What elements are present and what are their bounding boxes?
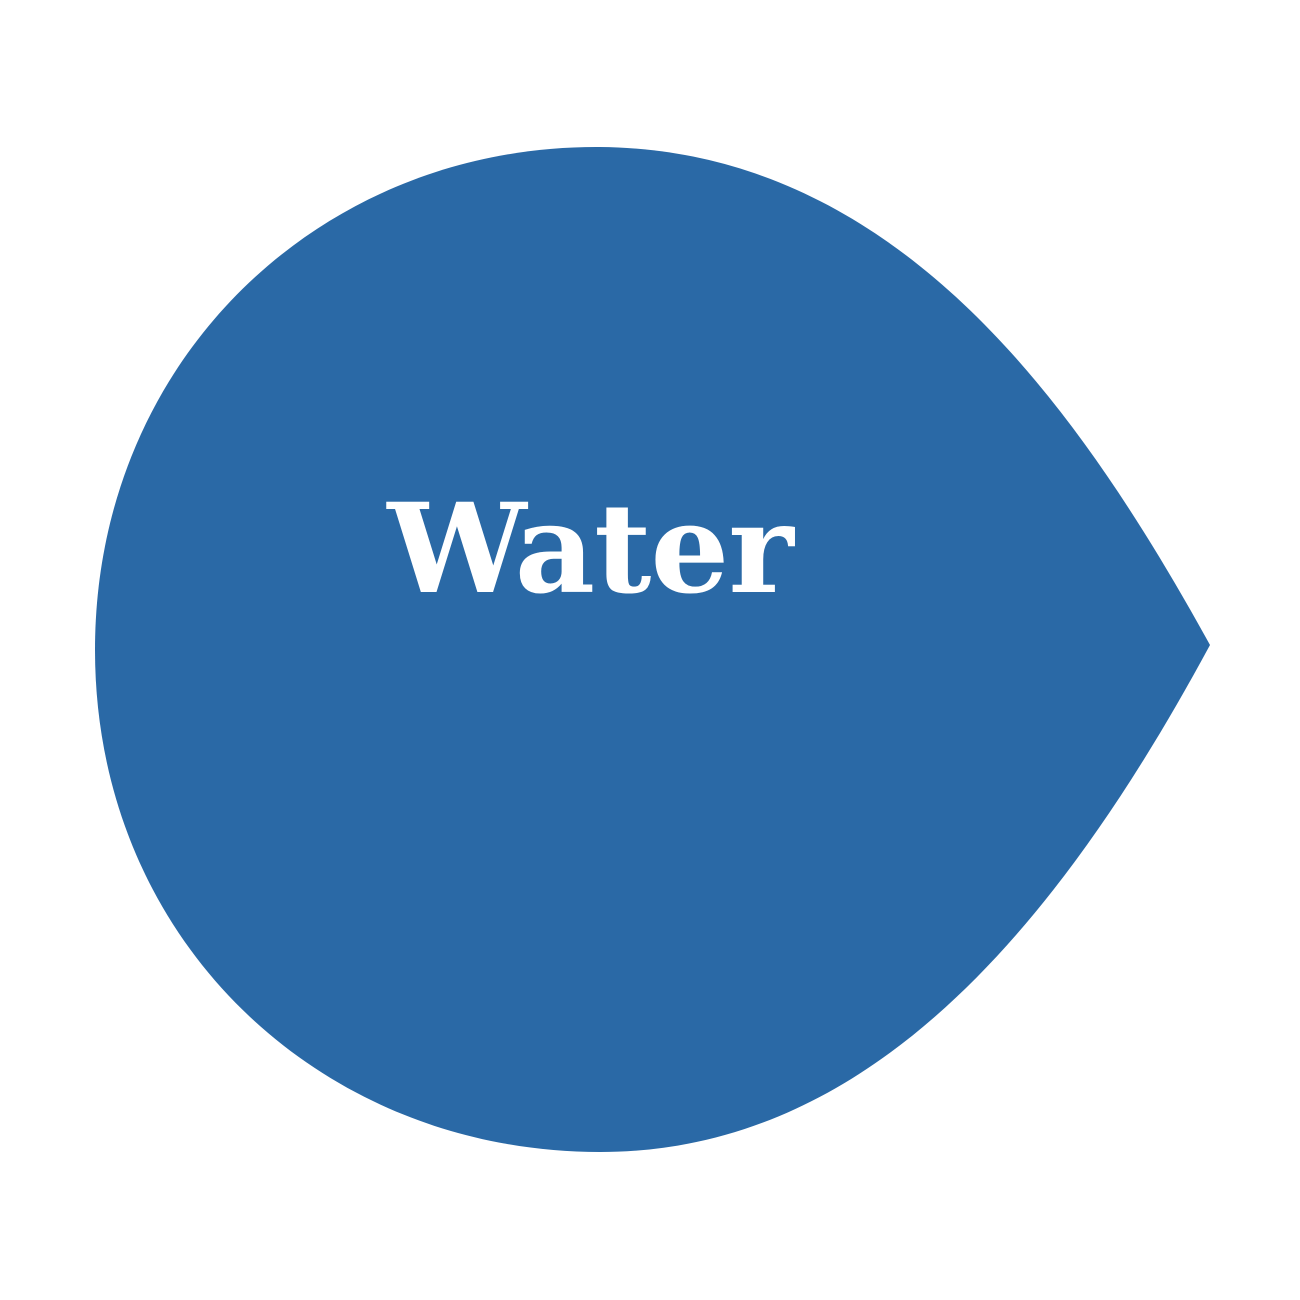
drop-label: Water — [387, 477, 793, 622]
water-drop-shape — [95, 146, 1210, 1153]
